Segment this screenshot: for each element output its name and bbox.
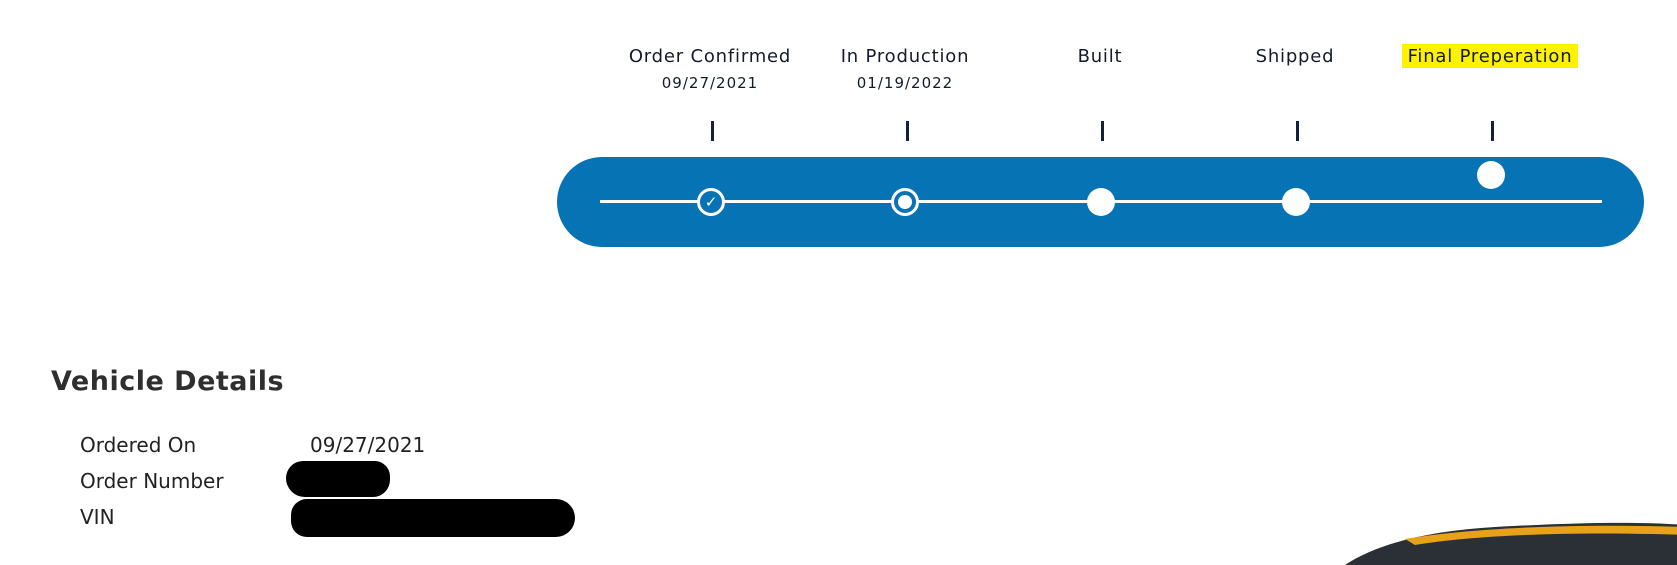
step-tick — [711, 121, 714, 141]
step-node-order-confirmed: ✓ — [697, 188, 725, 216]
step-title: Built — [1077, 46, 1123, 67]
detail-label: Order Number — [80, 469, 224, 493]
step-node-built — [1087, 188, 1115, 216]
car-accent-stripe — [1405, 525, 1677, 545]
step-label-order-confirmed: Order Confirmed 09/27/2021 — [590, 46, 830, 92]
section-heading: Vehicle Details — [51, 366, 285, 397]
step-tick — [1101, 121, 1104, 141]
detail-value: 09/27/2021 — [310, 433, 426, 457]
step-node-in-production — [891, 188, 919, 216]
step-title: In Production — [840, 46, 970, 67]
step-tick — [1296, 121, 1299, 141]
detail-row-order-number: Order Number — [80, 466, 310, 496]
detail-label: Ordered On — [80, 433, 197, 457]
step-label-shipped: Shipped — [1175, 46, 1415, 68]
detail-row-ordered-on: Ordered On 09/27/2021 — [80, 430, 425, 460]
redacted-order-number-tail — [300, 483, 370, 497]
step-node-final-preperation — [1477, 161, 1505, 189]
detail-label: VIN — [80, 505, 115, 529]
step-label-final-preperation: Final Preperation — [1370, 44, 1610, 68]
step-label-built: Built — [980, 46, 1220, 68]
step-date: 09/27/2021 — [661, 74, 759, 92]
step-title: Order Confirmed — [628, 46, 792, 67]
current-dot-icon — [898, 195, 912, 209]
step-tick — [1491, 121, 1494, 141]
step-title: Final Preperation — [1401, 44, 1579, 68]
detail-row-vin: VIN — [80, 502, 310, 532]
redacted-vin — [291, 499, 575, 537]
step-label-in-production: In Production 01/19/2022 — [785, 46, 1025, 92]
step-date: 01/19/2022 — [856, 74, 954, 92]
vehicle-image — [1345, 522, 1677, 565]
step-title: Shipped — [1255, 46, 1335, 67]
step-node-shipped — [1282, 188, 1310, 216]
step-tick — [906, 121, 909, 141]
check-icon: ✓ — [704, 193, 718, 211]
